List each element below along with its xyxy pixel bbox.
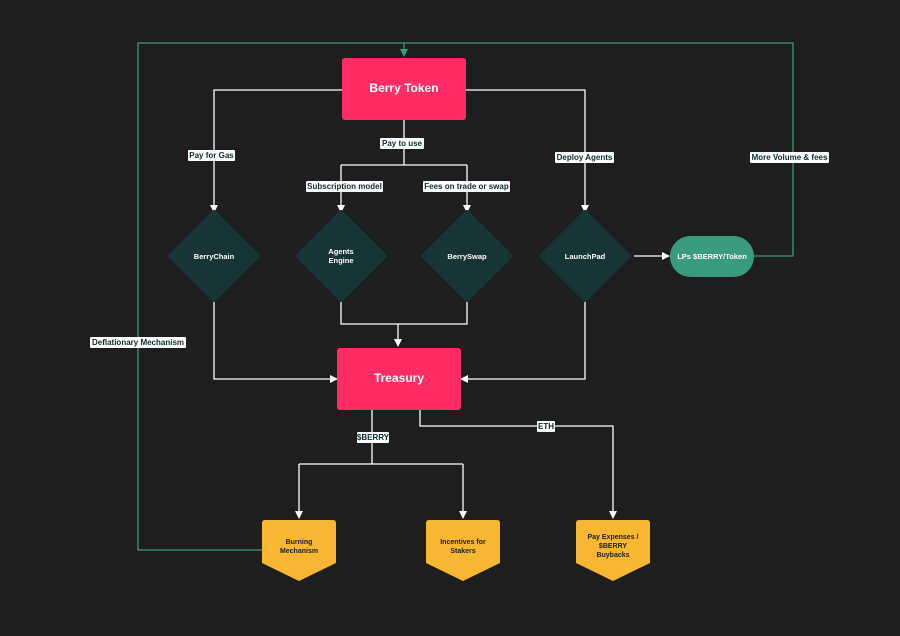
edge-launchpad-to-treasury [460,300,586,383]
lps-pill [670,236,754,277]
berryswap-label: BerrySwap [447,252,487,261]
edge-label-deflationary: Deflationary Mechanism [90,337,186,348]
treasury-label: Treasury [374,371,424,385]
berryswap-diamond [421,210,513,302]
incentives-shape [426,520,500,581]
agents-engine-label-line1: Agents [328,247,353,256]
edge-label-deploy-agents: Deploy Agents [555,152,614,163]
agents-engine-diamond [295,210,387,302]
edge-treasury-eth [419,410,617,519]
edge-token-to-berrychain [210,89,342,213]
edge-volume-loop [404,42,794,257]
svg-text:Pay for Gas: Pay for Gas [189,151,234,160]
svg-text:Deploy Agents: Deploy Agents [557,153,613,162]
svg-text:Pay to use: Pay to use [382,139,423,148]
launchpad-diamond [539,210,631,302]
edge-label-sberry: $BERRY [357,432,390,443]
burning-shape [262,520,336,581]
svg-text:More Volume & fees: More Volume & fees [752,153,828,162]
edge-berrychain-to-treasury [213,300,338,383]
incentives-label-line2: Stakers [450,548,475,555]
expenses-label-line3: Buybacks [596,552,629,559]
svg-text:$BERRY: $BERRY [357,433,390,442]
edge-label-eth: ETH [537,421,555,432]
edge-agents-down [340,300,468,325]
edge-label-pay-for-gas: Pay for Gas [188,150,235,161]
treasury-box [337,348,461,410]
edge-label-more-volume: More Volume & fees [750,152,829,163]
svg-text:Subscription model: Subscription model [307,182,382,191]
edge-deflationary-loop [137,42,408,551]
svg-text:Deflationary Mechanism: Deflationary Mechanism [92,338,184,347]
expenses-shape [576,520,650,581]
berrychain-label: BerryChain [194,252,235,261]
burning-label-line2: Mechanism [280,548,318,555]
edge-label-subscription-model: Subscription model [306,181,383,192]
berry-token-box [342,58,466,120]
launchpad-label: LaunchPad [565,252,606,261]
edge-label-pay-to-use: Pay to use [380,138,424,149]
edge-token-to-launchpad [466,89,589,213]
incentives-label-line1: Incentives for [440,539,486,546]
berry-token-label: Berry Token [369,81,438,95]
lps-label: LPs $BERRY/Token [677,252,747,261]
expenses-label-line2: $BERRY [599,543,627,550]
svg-text:Fees on trade or swap: Fees on trade or swap [424,182,509,191]
svg-text:ETH: ETH [538,422,554,431]
expenses-label-line1: Pay Expenses / [588,534,639,541]
berrychain-diamond [168,210,260,302]
agents-engine-label-line2: Engine [328,256,353,265]
edge-label-fees-on-trade: Fees on trade or swap [423,181,510,192]
burning-label-line1: Burning [286,539,313,546]
